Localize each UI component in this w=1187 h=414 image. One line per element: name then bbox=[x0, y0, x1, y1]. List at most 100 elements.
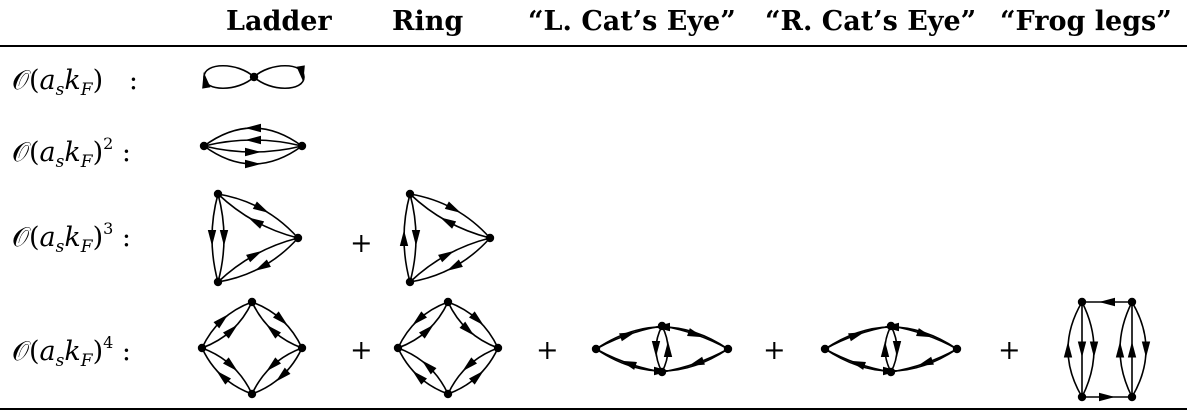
vertex-dot bbox=[657, 321, 667, 331]
arrowhead bbox=[1099, 297, 1115, 307]
arrowhead bbox=[1141, 341, 1151, 358]
arrowhead bbox=[273, 311, 288, 326]
arrowhead bbox=[663, 341, 673, 357]
vertex-dot bbox=[297, 141, 307, 151]
vertex-dot bbox=[213, 277, 223, 287]
vertex-dot bbox=[443, 297, 453, 307]
arrowhead bbox=[446, 259, 463, 271]
arrowhead bbox=[916, 328, 933, 338]
vertex-dot bbox=[1077, 392, 1087, 402]
arrowhead bbox=[469, 370, 484, 385]
arrowhead bbox=[440, 217, 457, 229]
arrowhead bbox=[248, 217, 265, 229]
arrowhead bbox=[619, 332, 636, 342]
arrowhead bbox=[848, 332, 865, 342]
arrowhead bbox=[892, 341, 902, 357]
arrowhead bbox=[275, 367, 291, 382]
vertex-dot bbox=[886, 321, 896, 331]
arrowhead bbox=[688, 356, 705, 366]
vertex-dot bbox=[197, 343, 207, 353]
arrowhead bbox=[1099, 392, 1115, 402]
arrowhead bbox=[254, 259, 271, 271]
arrowhead bbox=[245, 159, 261, 169]
vertex-dot bbox=[247, 297, 257, 307]
arrowhead bbox=[1127, 341, 1137, 358]
arrowhead bbox=[399, 230, 409, 246]
vertex-dot bbox=[297, 343, 307, 353]
vertex-dot bbox=[657, 367, 667, 377]
plus-sign-row4-b: + bbox=[536, 335, 559, 366]
arrowhead bbox=[411, 230, 421, 246]
vertex-dot bbox=[405, 277, 415, 287]
order-label-1: 𝒪(askF) : bbox=[12, 65, 138, 100]
arrowhead bbox=[469, 311, 484, 326]
vertex-dot bbox=[199, 141, 209, 151]
plus-sign-row4-d: + bbox=[998, 335, 1021, 366]
arrowhead bbox=[462, 357, 477, 372]
vertex-dot bbox=[723, 344, 733, 354]
arrowhead bbox=[223, 324, 238, 339]
arrowhead bbox=[245, 147, 261, 157]
vertex-dot bbox=[952, 344, 962, 354]
vertex-dot bbox=[1127, 392, 1137, 402]
order-label-2: 𝒪(askF)2 : bbox=[12, 134, 131, 172]
vertex-dot bbox=[591, 344, 601, 354]
vertex-dot bbox=[886, 367, 896, 377]
arrowhead bbox=[1089, 341, 1099, 358]
arrowhead bbox=[219, 230, 229, 246]
arrowhead bbox=[880, 341, 890, 357]
vertex-dot bbox=[213, 189, 223, 199]
arrowhead bbox=[216, 370, 231, 385]
arrowhead bbox=[296, 65, 305, 82]
plus-sign-row3: + bbox=[350, 228, 373, 259]
arrowhead bbox=[245, 135, 261, 145]
arrowhead bbox=[687, 328, 704, 338]
arrowhead bbox=[412, 311, 427, 326]
arrowhead bbox=[419, 324, 434, 339]
arrowhead bbox=[246, 250, 263, 263]
vertex-dot bbox=[1127, 297, 1137, 307]
propagator-line bbox=[253, 65, 305, 89]
arrowhead bbox=[1063, 341, 1073, 358]
vertex-dot bbox=[485, 233, 495, 243]
vertex-dot bbox=[820, 344, 830, 354]
arrowhead bbox=[245, 123, 261, 133]
header-right-cats-eye: “R. Cat’s Eye” bbox=[765, 6, 977, 37]
order-label-4: 𝒪(askF)4 : bbox=[12, 333, 131, 371]
header-left-cats-eye: “L. Cat’s Eye” bbox=[528, 6, 736, 37]
arrowhead bbox=[1115, 341, 1125, 358]
arrowhead bbox=[1077, 341, 1087, 358]
arrowhead bbox=[266, 324, 281, 339]
arrowhead bbox=[438, 250, 455, 263]
vertex-dot bbox=[443, 389, 453, 399]
plus-sign-row4-c: + bbox=[763, 335, 786, 366]
arrowhead bbox=[207, 230, 217, 246]
arrowhead bbox=[459, 321, 475, 336]
arrowhead bbox=[412, 370, 427, 385]
arrowhead bbox=[651, 341, 661, 357]
arrowhead bbox=[444, 201, 461, 213]
vertex-dot bbox=[405, 189, 415, 199]
vertex-dot bbox=[1077, 297, 1087, 307]
vertex-dot bbox=[247, 389, 257, 399]
vertex-dot bbox=[393, 343, 403, 353]
header-frog-legs: “Frog legs” bbox=[1000, 6, 1172, 37]
vertex-dot bbox=[493, 343, 503, 353]
header-ladder: Ladder bbox=[226, 6, 332, 37]
header-ring: Ring bbox=[392, 6, 464, 37]
vertex-dot bbox=[249, 72, 259, 82]
arrowhead bbox=[223, 357, 238, 372]
arrowhead bbox=[266, 357, 281, 372]
arrowhead bbox=[421, 360, 437, 375]
arrowhead bbox=[620, 360, 637, 370]
arrowhead bbox=[202, 72, 211, 89]
